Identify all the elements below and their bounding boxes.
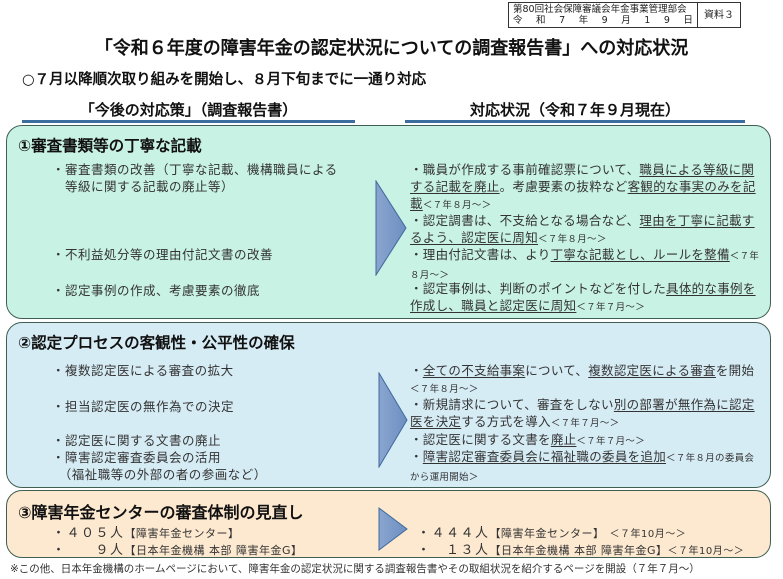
date-part: 月 (621, 15, 631, 26)
measure-line: （福祉職等の外部の者の参画など） (52, 467, 267, 482)
section-1-status-1: ・職員が作成する事前確認票について、職員による等級に関する記載を廃止。考慮要素の… (410, 161, 760, 214)
section-2-measure-3: ・認定医に関する文書の廃止 (52, 433, 222, 448)
status-text-underlined: 丁寧な記載とし、ルールを整備 (550, 247, 730, 262)
status-period: ＜７年８月～＞ (410, 384, 479, 395)
section-3-new-staff-2: ・ １３人【日本年金機構 本部 障害年金G】＜７年10月～＞ (417, 539, 744, 558)
date-part: 和 (536, 15, 546, 26)
page-title: 「令和６年度の障害年金の認定状況についての調査報告書」への対応状況 (94, 38, 689, 59)
status-text: について、 (525, 363, 589, 378)
status-period: ＜７年７月～＞ (576, 436, 646, 447)
column-header-measures: 「今後の対応策」（調査報告書） (79, 101, 298, 119)
status-period: ＜７年８月～＞ (538, 234, 607, 245)
meeting-date: 令 和 7 年 9 月 1 9 日 (513, 15, 693, 26)
status-text: を開始 (715, 363, 755, 378)
date-part: 令 (513, 15, 523, 26)
footnote: ※この他、日本年金機構のホームページにおいて、障害年金の認定状況に関する調査報告… (10, 563, 700, 575)
status-text-underlined: 職員による等級に関する記載を廃止 (410, 162, 755, 194)
status-period: ＜７年８月の委員会から運用開始＞ (410, 453, 755, 483)
section-2-measure-2: ・担当認定医の無作為での決定 (52, 399, 235, 414)
section-3-current-staff-2: ・ ９人【日本年金機構 本部 障害年金G】 (52, 539, 303, 558)
measure-line: ・審査書類の改善（丁寧な記載、機構職員による (52, 162, 338, 177)
status-period: ＜７年８月～＞ (410, 251, 760, 281)
arrow-right-icon (378, 372, 408, 468)
status-period: ＜７年８月～＞ (422, 200, 492, 211)
staff-count: ・４０５人 (52, 526, 125, 541)
status-text-underlined: 客観的な事実のみを記載 (410, 179, 756, 211)
status-text-underlined: 障害認定審査委員会に福祉職の委員を追加 (422, 449, 667, 464)
staff-count: ・ ９人 (52, 543, 125, 558)
status-text: ・認定医に関する文書を (410, 432, 551, 447)
status-text-underlined: 全ての不支給事案 (422, 363, 526, 378)
column-underline-left (22, 120, 355, 123)
section-2-measure-1: ・複数認定医による審査の拡大 (52, 363, 234, 378)
status-text-underlined: 廃止 (550, 432, 577, 447)
section-2-title: ②認定プロセスの客観性・公平性の確保 (18, 334, 295, 352)
measure-line: ・障害認定審査委員会の活用 (52, 450, 222, 465)
status-period: ＜７年10月～＞ (667, 546, 745, 557)
section-1-status-4: ・認定事例は、判断のポイントなどを付した具体的な事例を作成し、職員と認定医に周知… (410, 280, 760, 316)
date-part: 年 (578, 15, 589, 26)
section-3-box (6, 490, 771, 558)
status-period: ＜７年７月～＞ (576, 302, 646, 313)
status-text: ・ (410, 449, 423, 464)
section-1-status-3: ・理由付記文書は、より丁寧な記載とし、ルールを整備＜７年８月～＞ (410, 246, 760, 284)
date-part: 1 (644, 15, 651, 26)
arrow-right-icon (378, 507, 408, 551)
status-text: ・認定事例は、判断のポイントなどを付した (410, 281, 667, 296)
status-text-underlined: 具体的な事例を作成し、職員と認定医に周知 (410, 281, 756, 313)
section-3-current-staff-1: ・４０５人【障害年金センター】 (52, 522, 240, 541)
section-2-status-2: ・新規請求について、審査をしない別の部署が無作為に認定医を決定する方式を導入＜７… (410, 396, 760, 432)
status-text: ・職員が作成する事前確認票について、 (410, 162, 640, 177)
column-underline-right (405, 120, 745, 123)
section-3-title: ③障害年金センターの審査体制の見直し (18, 503, 304, 522)
status-text: ・認定調書は、不支給となる場合など、 (410, 213, 640, 228)
date-part: 7 (559, 15, 566, 26)
section-2-status-4: ・障害認定審査委員会に福祉職の委員を追加＜７年８月の委員会から運用開始＞ (410, 448, 760, 486)
date-part: 9 (601, 15, 608, 26)
meeting-name: 第80回社会保障審議会年金事業管理部会 (513, 4, 687, 15)
status-text: ・新規請求について、審査をしない (410, 397, 614, 412)
document-label: 資料３ (704, 9, 734, 21)
status-period: ＜７年７月～＞ (550, 418, 620, 429)
status-text: ・ (410, 363, 423, 378)
status-text-underlined: 理由を丁寧に記載するよう、認定医に周知 (410, 213, 755, 245)
status-text: 。考慮要素の抜粋など (499, 179, 628, 194)
status-text: する方式を導入 (461, 414, 551, 429)
staff-org: 【日本年金機構 本部 障害年金G】 (124, 544, 303, 557)
staff-org: 【日本年金機構 本部 障害年金G】 (489, 544, 668, 557)
date-part: 9 (663, 15, 670, 26)
section-1-measure-1: ・審査書類の改善（丁寧な記載、機構職員による 等級に関する記載の廃止等） (52, 161, 338, 195)
measure-line: 等級に関する記載の廃止等） (52, 179, 235, 194)
page-subtitle: ○７月以降順次取り組みを開始し、８月下旬までに一通り対応 (22, 72, 427, 88)
status-text-underlined: 複数認定医による審査 (588, 363, 716, 378)
column-header-status: 対応状況（令和７年９月現在） (469, 101, 680, 119)
section-1-measure-2: ・不利益処分等の理由付記文書の改善 (52, 247, 274, 262)
arrow-right-icon (375, 180, 407, 276)
status-text: ・理由付記文書は、より (410, 247, 551, 262)
staff-org: 【障害年金センター】 (489, 527, 600, 540)
staff-count: ・ １３人 (417, 543, 490, 558)
date-part: 日 (683, 15, 693, 26)
staff-count: ・４４４人 (417, 526, 490, 541)
status-text-underlined: 別の部署が無作為に認定医を決定 (410, 397, 755, 429)
section-1-measure-3: ・認定事例の作成、考慮要素の徹底 (52, 283, 261, 298)
staff-org: 【障害年金センター】 (124, 527, 240, 540)
section-2-status-1: ・全ての不支給事案について、複数認定医による審査を開始 ＜７年８月～＞ (410, 362, 760, 398)
section-1-status-2: ・認定調書は、不支給となる場合など、理由を丁寧に記載するよう、認定医に周知＜７年… (410, 212, 760, 248)
meeting-info-box: 第80回社会保障審議会年金事業管理部会 令 和 7 年 9 月 1 9 日 資料… (508, 2, 741, 28)
section-2-measure-4: ・障害認定審査委員会の活用 （福祉職等の外部の者の参画など） (52, 449, 267, 483)
meeting-info: 第80回社会保障審議会年金事業管理部会 令 和 7 年 9 月 1 9 日 (509, 3, 698, 27)
section-1-title: ①審査書類等の丁寧な記載 (18, 137, 202, 155)
status-period: ＜７年10月～＞ (599, 529, 687, 540)
section-3-new-staff-1: ・４４４人【障害年金センター】 ＜７年10月～＞ (417, 522, 686, 541)
section-2-status-3: ・認定医に関する文書を廃止＜７年７月～＞ (410, 431, 760, 450)
